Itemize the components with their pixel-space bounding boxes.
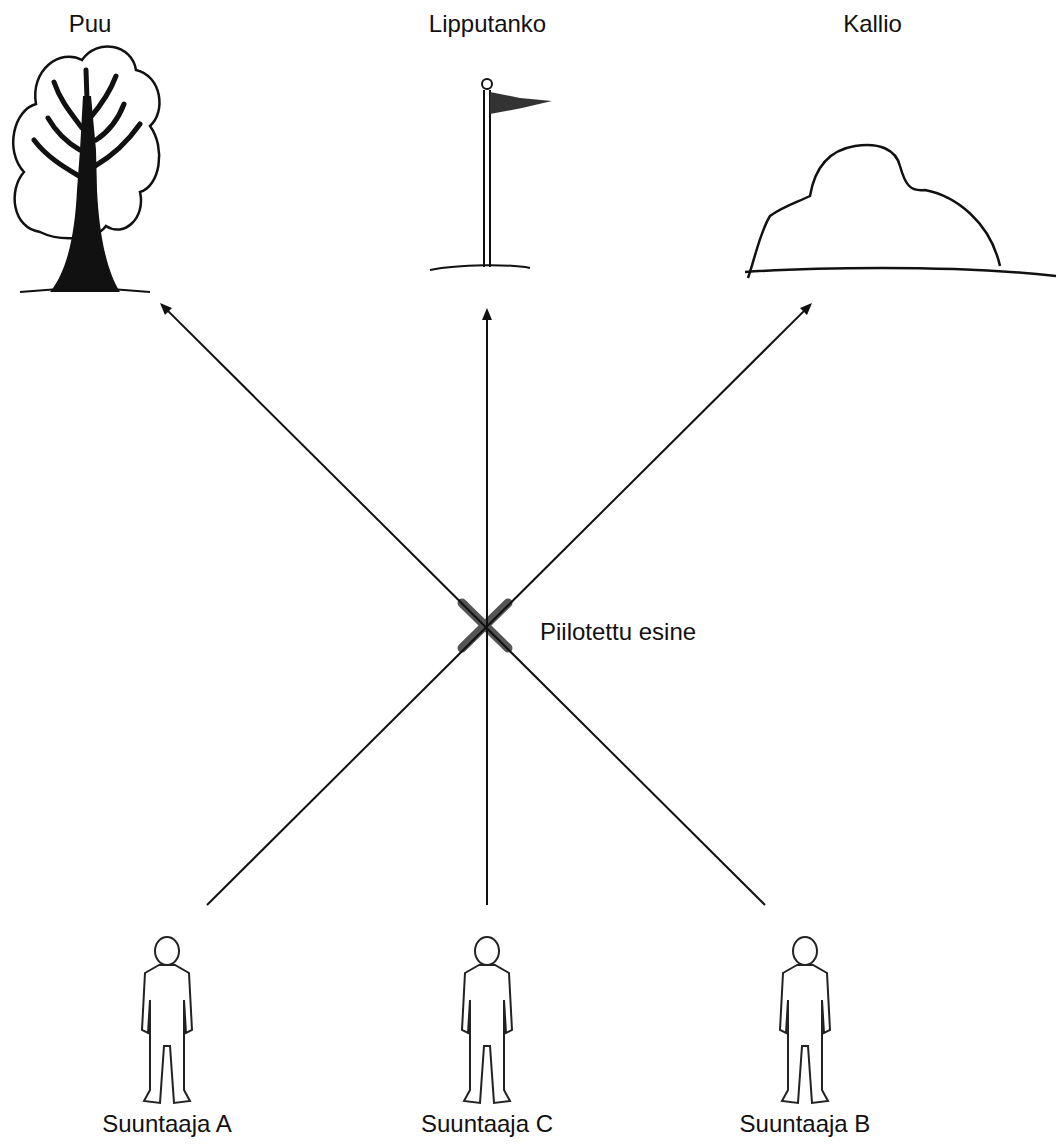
- node-label: Suuntaaja A: [102, 1110, 231, 1138]
- sight-line: [160, 303, 765, 905]
- person-figure: [780, 937, 830, 1103]
- node-label: Lipputanko: [429, 10, 546, 38]
- direction-person: Suuntaaja C: [407, 905, 567, 1146]
- flagpole-picture: [430, 79, 552, 270]
- sight-line: [482, 308, 492, 905]
- landmark-flagpole: Lipputanko: [410, 6, 565, 308]
- tree-picture: [13, 47, 159, 292]
- person-figure: [462, 937, 512, 1103]
- direction-person: Suuntaaja A: [87, 905, 247, 1146]
- sight-line-path: [166, 309, 765, 905]
- sight-line: [207, 303, 812, 905]
- person-figure: [142, 937, 192, 1103]
- sight-line-path: [207, 309, 806, 905]
- sight-line-path: [486, 316, 488, 905]
- node-label: Kallio: [843, 10, 902, 38]
- rock-picture: [745, 145, 1056, 278]
- arrowhead: [800, 303, 812, 315]
- object-label: Piilotettu esine: [538, 618, 698, 646]
- landmark-rock: Kallio: [745, 6, 1000, 303]
- direction-person: Suuntaaja B: [725, 905, 885, 1146]
- node-label: Puu: [69, 10, 112, 38]
- arrowhead: [160, 303, 172, 315]
- node-label: Suuntaaja C: [421, 1110, 553, 1138]
- arrowhead: [482, 308, 492, 320]
- landmark-tree: Puu: [10, 6, 170, 303]
- node-label: Suuntaaja B: [740, 1110, 871, 1138]
